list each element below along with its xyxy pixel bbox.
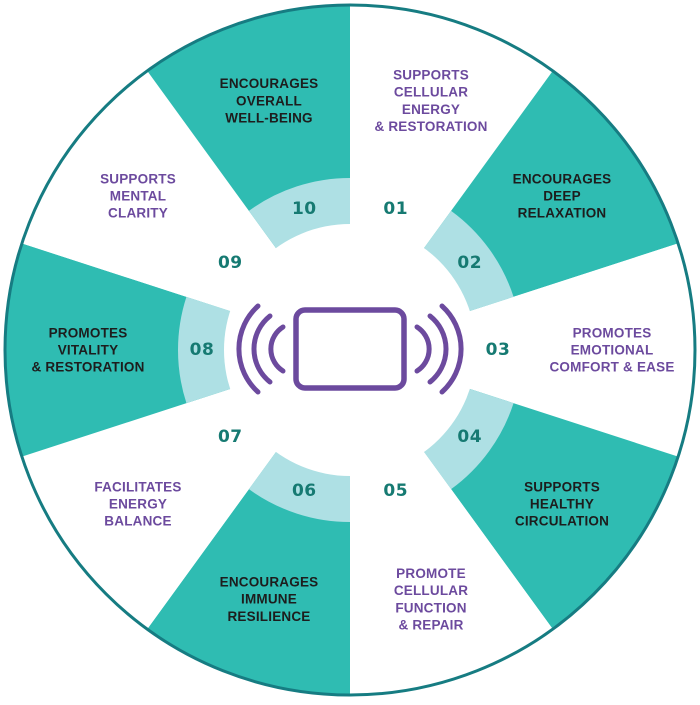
number-band-02 bbox=[422, 210, 514, 312]
segment-label-line: FACILITATES bbox=[94, 479, 181, 494]
segment-label-line: & RESTORATION bbox=[31, 360, 144, 375]
segment-label-line: WELL-BEING bbox=[225, 111, 313, 126]
segment-03 bbox=[350, 243, 696, 457]
segment-label-line: SUPPORTS bbox=[393, 68, 469, 83]
segment-label-line: RELAXATION bbox=[518, 206, 607, 221]
segment-number-03: 03 bbox=[486, 340, 511, 360]
segment-label-line: VITALITY bbox=[58, 343, 119, 358]
segment-label-line: COMFORT & EASE bbox=[549, 360, 674, 375]
segment-label-line: CELLULAR bbox=[394, 85, 468, 100]
segment-label-line: DEEP bbox=[543, 189, 581, 204]
segment-label-line: PROMOTES bbox=[573, 325, 652, 340]
segment-number-06: 06 bbox=[292, 481, 317, 501]
segment-label-04: SUPPORTS HEALTHY CIRCULATION bbox=[515, 479, 609, 528]
segment-number-05: 05 bbox=[383, 481, 408, 501]
segment-label-line: ENCOURAGES bbox=[513, 171, 612, 186]
vibrating-device-icon bbox=[236, 303, 464, 395]
segment-label-line: & REPAIR bbox=[398, 618, 463, 633]
segment-number-02: 02 bbox=[457, 253, 482, 273]
segment-label-line: CELLULAR bbox=[394, 583, 468, 598]
number-band-06 bbox=[248, 450, 350, 522]
segment-number-10: 10 bbox=[292, 199, 317, 219]
segment-08 bbox=[4, 243, 350, 457]
segment-label-line: ENCOURAGES bbox=[220, 76, 319, 91]
segment-label-01: SUPPORTS CELLULAR ENERGY & RESTORATION bbox=[374, 68, 487, 135]
segment-label-line: & RESTORATION bbox=[374, 119, 487, 134]
segment-label-line: PROMOTES bbox=[49, 325, 128, 340]
outer-ring bbox=[3, 3, 697, 697]
number-band-layer bbox=[178, 178, 514, 522]
segment-label-line: ENERGY bbox=[109, 497, 167, 512]
segment-label-line: CLARITY bbox=[108, 206, 168, 221]
segment-label-line: OVERALL bbox=[236, 93, 302, 108]
segment-label-line: PROMOTE bbox=[396, 566, 466, 581]
segment-number-07: 07 bbox=[218, 427, 243, 447]
segment-label-07: FACILITATES ENERGY BALANCE bbox=[94, 479, 181, 528]
segment-label-10: ENCOURAGES OVERALL WELL-BEING bbox=[220, 76, 319, 125]
segment-label-line: SUPPORTS bbox=[524, 479, 600, 494]
segment-label-line: RESILIENCE bbox=[227, 609, 310, 624]
segment-label-line: ENERGY bbox=[402, 102, 460, 117]
segment-label-line: MENTAL bbox=[110, 189, 166, 204]
segment-number-01: 01 bbox=[383, 199, 408, 219]
center-disc bbox=[224, 224, 476, 476]
segment-label-09: SUPPORTS MENTAL CLARITY bbox=[100, 171, 176, 220]
segment-label-03: PROMOTES EMOTIONAL COMFORT & EASE bbox=[549, 325, 674, 374]
number-band-10 bbox=[248, 178, 350, 250]
segment-number-09: 09 bbox=[218, 253, 243, 273]
number-band-04 bbox=[422, 388, 514, 490]
segment-label-line: ENCOURAGES bbox=[220, 575, 319, 590]
segment-number-08: 08 bbox=[190, 340, 215, 360]
number-layer: 01 02 03 04 05 06 07 08 09 10 bbox=[190, 199, 511, 501]
segment-label-05: PROMOTE CELLULAR FUNCTION & REPAIR bbox=[394, 566, 468, 633]
segment-label-line: HEALTHY bbox=[530, 497, 594, 512]
segment-label-06: ENCOURAGES IMMUNE RESILIENCE bbox=[220, 575, 319, 624]
segment-label-02: ENCOURAGES DEEP RELAXATION bbox=[513, 171, 612, 220]
label-layer: SUPPORTS CELLULAR ENERGY & RESTORATION ENCOU… bbox=[31, 68, 674, 633]
segment-label-line: IMMUNE bbox=[241, 592, 297, 607]
segment-label-line: CIRCULATION bbox=[515, 514, 609, 529]
segment-number-04: 04 bbox=[457, 427, 482, 447]
segment-label-08: PROMOTES VITALITY & RESTORATION bbox=[31, 325, 144, 374]
number-band-08 bbox=[178, 296, 233, 404]
segment-label-line: FUNCTION bbox=[395, 600, 466, 615]
segment-label-line: BALANCE bbox=[104, 514, 171, 529]
segment-label-line: SUPPORTS bbox=[100, 171, 176, 186]
segment-label-line: EMOTIONAL bbox=[571, 343, 654, 358]
